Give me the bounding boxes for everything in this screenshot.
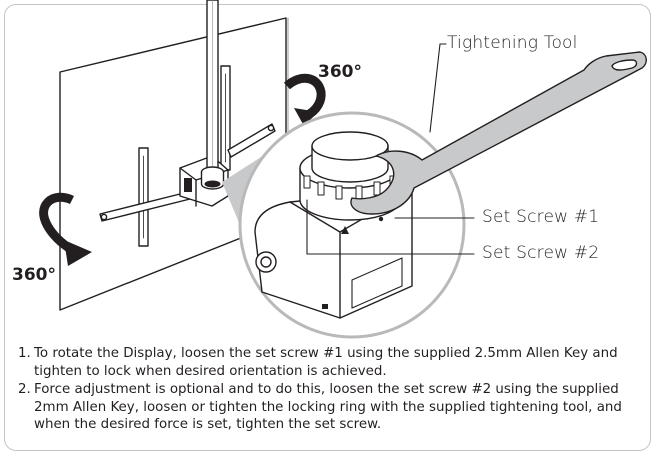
cross-arm-upper [227, 123, 276, 158]
instruction-list: 1. To rotate the Display, loosen the set… [10, 345, 638, 435]
instruction-step: 1. To rotate the Display, loosen the set… [10, 345, 638, 380]
instruction-step: 2. Force adjustment is optional and to d… [10, 381, 638, 434]
rotation-label-top: 360° [318, 62, 362, 82]
mounting-rail-left [138, 147, 149, 247]
step-text: To rotate the Display, loosen the set sc… [34, 346, 618, 379]
leader-set-screw-2 [306, 199, 475, 255]
label-set-screw-1: Set Screw #1 [482, 207, 600, 227]
tightening-tool [350, 51, 647, 215]
rotation-arrow-bottom [39, 192, 75, 254]
leader-tightening-tool [429, 43, 447, 133]
mounting-rail-right [220, 65, 231, 171]
step-number: 1. [18, 346, 31, 361]
rotation-label-bottom: 360° [12, 265, 56, 285]
label-set-screw-2: Set Screw #2 [482, 243, 600, 263]
step-number: 2. [18, 382, 31, 397]
diagram-frame [4, 4, 651, 451]
rotation-arrow-top [283, 73, 326, 121]
label-tightening-tool: Tightening Tool [447, 33, 578, 53]
step-text: Force adjustment is optional and to do t… [34, 382, 622, 432]
